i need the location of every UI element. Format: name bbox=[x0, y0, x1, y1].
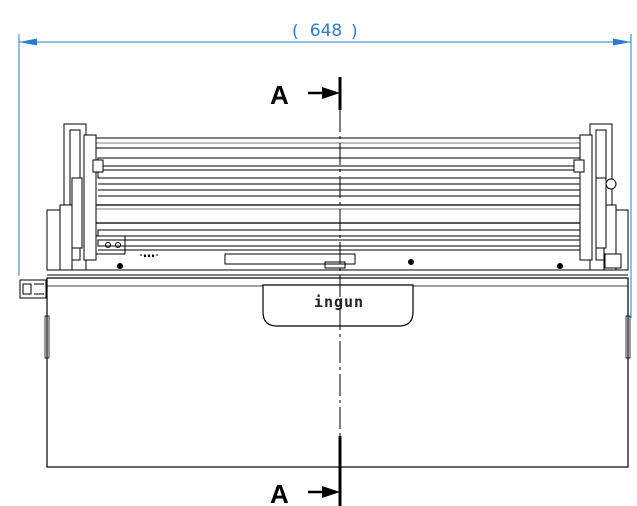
dimension-paren-open: ( bbox=[292, 22, 299, 42]
right-end-bracket bbox=[573, 123, 622, 271]
overall-width-dimension: ( ) bbox=[18, 15, 632, 318]
detail-dots bbox=[143, 254, 155, 258]
logo-text: ingun bbox=[314, 293, 364, 311]
left-latch bbox=[19, 279, 47, 299]
dimension-value: 648 bbox=[310, 21, 342, 41]
left-end-bracket bbox=[59, 123, 104, 271]
section-marker-bottom bbox=[308, 436, 342, 506]
dimension-paren-close: ) bbox=[351, 22, 358, 42]
dimension-arrow-left bbox=[19, 38, 37, 46]
section-marker-top bbox=[308, 77, 342, 110]
section-label-top: A bbox=[270, 80, 289, 110]
logo-plate bbox=[262, 284, 414, 327]
base-plate bbox=[46, 209, 629, 276]
section-label-bottom: A bbox=[270, 479, 289, 506]
roller-assembly bbox=[79, 137, 599, 251]
dimension-arrow-right bbox=[613, 38, 631, 46]
